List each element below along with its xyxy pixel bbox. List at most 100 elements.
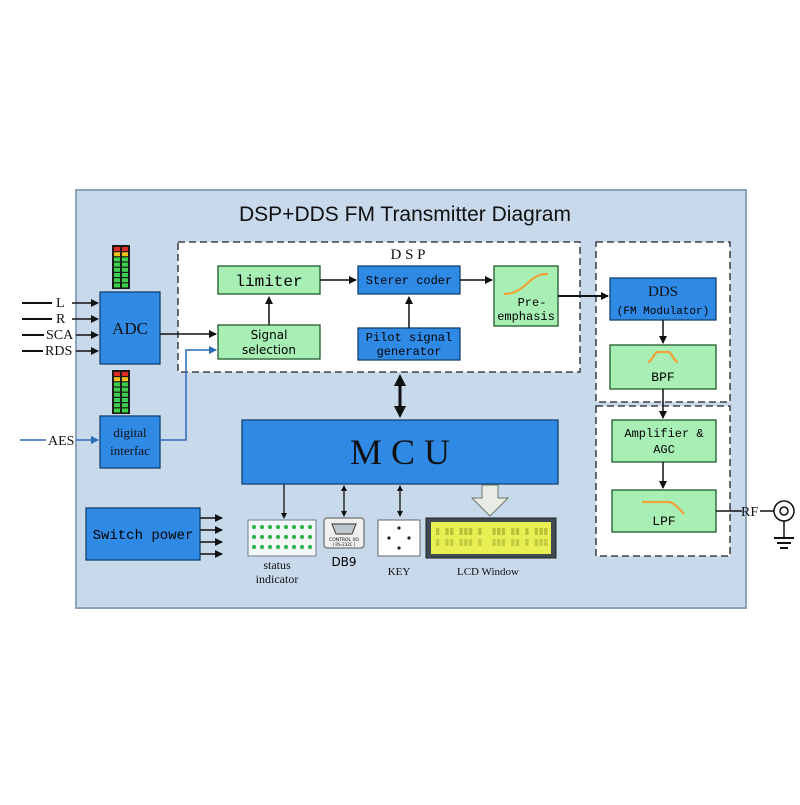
filter-response-icon — [642, 500, 685, 515]
vu-meter-segment — [114, 267, 120, 272]
status-indicator-panel — [247, 519, 317, 557]
lcd-character-cell — [468, 528, 473, 535]
db9-connector-icon — [323, 517, 365, 549]
lcd-character-cell — [459, 539, 463, 546]
vu-meter-icon — [112, 370, 130, 414]
ground-icon — [774, 521, 794, 549]
digital-interface-label-2: interfac — [110, 443, 150, 458]
limiter-label: limiter — [235, 273, 302, 291]
mcu-label: M C U — [350, 432, 450, 472]
status-led — [259, 524, 265, 530]
status-led — [283, 544, 289, 550]
lcd-character-cell — [436, 528, 440, 535]
lcd-character-cell — [436, 539, 440, 546]
pre-emphasis-label-2: emphasis — [497, 310, 555, 324]
lcd-character-cell — [534, 528, 538, 535]
input-label-r: R — [56, 312, 66, 327]
input-label-l: L — [56, 296, 65, 311]
status-led — [275, 524, 281, 530]
lcd-segments — [436, 528, 548, 546]
vu-meter-segment — [114, 273, 120, 277]
vu-meter-segment — [114, 278, 120, 283]
vu-meter-frame — [112, 245, 130, 289]
status-led — [307, 524, 313, 530]
lcd-character-cell — [515, 528, 520, 535]
status-led — [275, 544, 281, 550]
lcd-character-cell — [544, 528, 548, 535]
lcd-character-cell — [492, 539, 496, 546]
status-led — [283, 524, 289, 530]
status-led — [307, 544, 313, 550]
vu-meter-segment — [122, 377, 128, 382]
lcd-character-cell — [539, 539, 543, 546]
vu-meter-segment — [114, 387, 120, 392]
switch-power-block — [85, 507, 201, 561]
status-led — [259, 544, 265, 550]
dds-sublabel: (FM Modulator) — [617, 306, 709, 318]
lcd-character-cell — [450, 539, 454, 546]
status-led — [275, 534, 281, 540]
vu-meter-segment — [122, 278, 128, 283]
vu-meter-segment — [122, 392, 128, 397]
status-led — [267, 544, 273, 550]
vu-meter-segment — [114, 408, 120, 413]
lcd-character-cell — [459, 528, 463, 535]
lcd-window-screen — [431, 522, 551, 554]
lcd-character-cell — [497, 539, 501, 546]
vu-meter-segment — [122, 283, 128, 288]
vu-meter-segment — [114, 377, 120, 382]
vu-meter-segment — [114, 403, 120, 408]
status-led — [299, 524, 305, 530]
lcd-character-cell — [515, 539, 520, 546]
lcd-character-cell — [464, 528, 468, 535]
vu-meter-segment — [114, 392, 120, 397]
pilot-generator-label-2: generator — [377, 345, 442, 359]
db9-label: DB9 — [331, 555, 356, 569]
lcd-character-cell — [501, 528, 506, 535]
vu-meter-segment — [122, 252, 128, 257]
diagram-title: DSP+DDS FM Transmitter Diagram — [239, 203, 571, 226]
dds-label: DDS — [648, 284, 678, 300]
lcd-character-cell — [539, 528, 543, 535]
stereo-coder-label: Sterer coder — [366, 274, 452, 288]
vu-meter-segment — [114, 262, 120, 267]
vu-meter-segment — [122, 387, 128, 392]
amplifier-agc-block — [611, 419, 717, 463]
vu-meter-segment — [114, 257, 120, 262]
vu-meter-segment — [122, 267, 128, 272]
vu-meter-segment — [114, 398, 120, 402]
status-indicator-label-2: indicator — [256, 572, 299, 586]
status-led — [251, 534, 257, 540]
db9-plate-label-1: CONTROL I/O — [329, 537, 359, 543]
filter-response-icon — [647, 350, 679, 364]
lpf-label: LPF — [652, 514, 675, 529]
vu-meter-frame — [112, 370, 130, 414]
vu-meter-segment — [114, 372, 120, 376]
status-led — [267, 524, 273, 530]
vu-meter-segment — [122, 262, 128, 267]
digital-to-selection-arrow — [160, 346, 217, 441]
adc-block — [99, 291, 161, 365]
lcd-character-cell — [525, 539, 529, 546]
aes-label: AES — [48, 434, 74, 449]
keypad-icon — [377, 519, 421, 557]
bpf-label: BPF — [651, 370, 674, 385]
status-led — [307, 534, 313, 540]
lcd-character-cell — [478, 539, 482, 546]
lcd-character-cell — [511, 528, 515, 535]
digital-interface-block — [99, 415, 161, 469]
input-label-sca: SCA — [46, 328, 74, 343]
amplifier-agc-label-1: Amplifier & — [624, 427, 703, 441]
vu-meter-segment — [114, 247, 120, 251]
antenna-connector-icon — [773, 500, 795, 522]
dsp-group-label: D S P — [390, 247, 425, 263]
status-led — [291, 544, 297, 550]
amplifier-agc-label-2: AGC — [653, 443, 675, 457]
lcd-character-cell — [497, 528, 501, 535]
digital-interface-label-1: digital — [113, 425, 147, 440]
status-indicator-label-1: status — [263, 558, 291, 572]
status-led — [291, 534, 297, 540]
status-led — [291, 524, 297, 530]
